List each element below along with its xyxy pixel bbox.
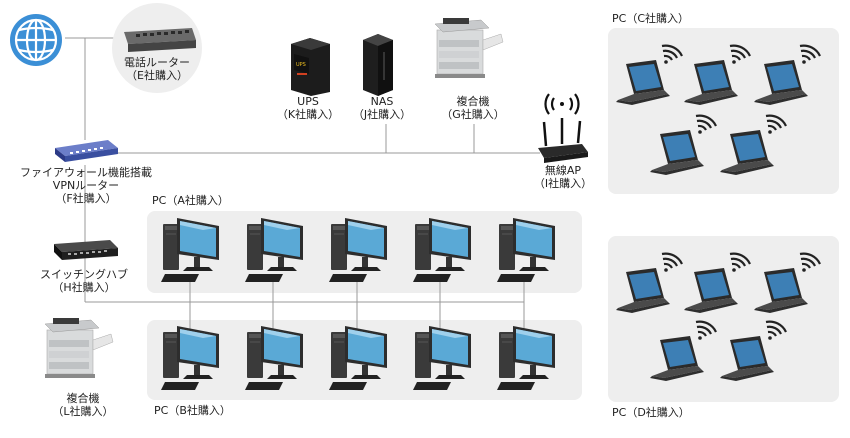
nas-icon [363, 34, 393, 96]
pc-b-label: PC（B社購入） [154, 404, 231, 417]
ups-logo: UPS [296, 62, 306, 68]
pc-a-label: PC（A社購入） [152, 194, 229, 207]
vpn-router-icon [55, 140, 118, 162]
mfp-top-icon [434, 17, 504, 79]
connection-lines [65, 37, 540, 330]
nas-label: NAS （J社購入） [352, 95, 412, 121]
phone-router-icon [112, 3, 202, 93]
switching-hub-icon [54, 240, 118, 260]
pc-d-label: PC（D社購入） [612, 406, 690, 419]
mfp-bottom-label: 複合機 （L社購入） [52, 392, 114, 418]
mfp-bottom-icon [44, 317, 114, 379]
pc-c-label: PC（C社購入） [612, 12, 689, 25]
phone-router-label: 電話ルーター （E社購入） [124, 56, 190, 82]
wireless-ap-label: 無線AP （I社購入） [533, 164, 593, 190]
firewall-label: ファイアウォール機能搭載 VPNルーター （F社購入） [20, 166, 152, 205]
panel-pc-c [608, 28, 839, 194]
ups-label: UPS （K社購入） [276, 95, 340, 121]
ups-icon: UPS [291, 38, 330, 96]
mfp-top-label: 複合機 （G社購入） [441, 95, 505, 121]
internet-globe-icon [10, 14, 62, 66]
wireless-ap-icon [538, 93, 588, 163]
switching-hub-label: スイッチングハブ （H社購入） [40, 268, 128, 294]
